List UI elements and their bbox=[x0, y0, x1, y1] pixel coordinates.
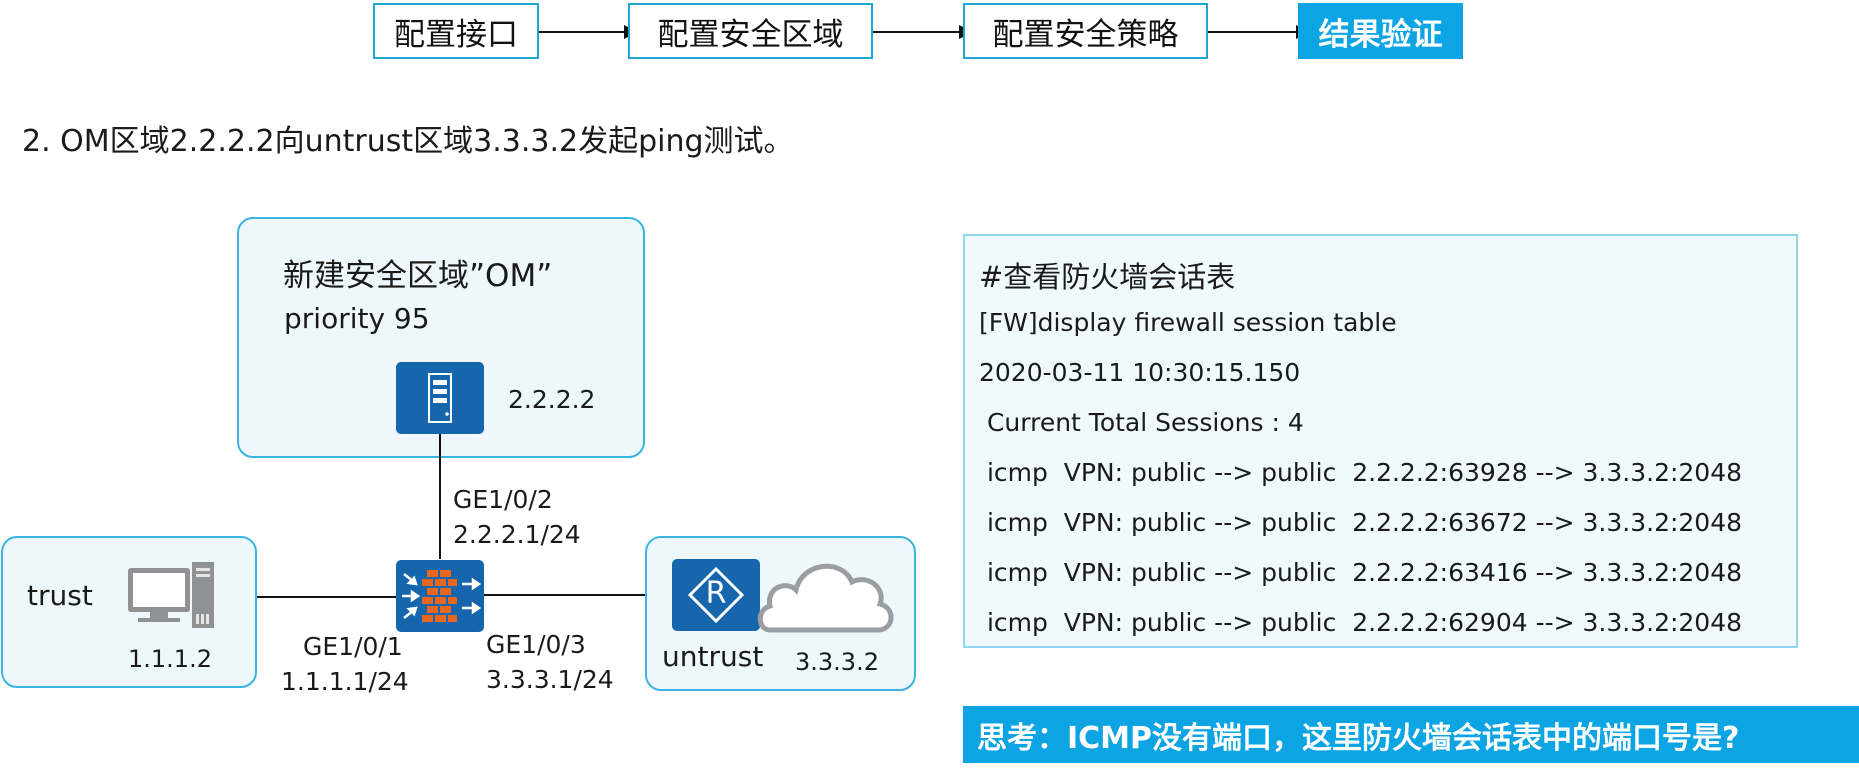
om-zone-priority: priority 95 bbox=[284, 302, 430, 335]
session-timestamp: 2020-03-11 10:30:15.150 bbox=[979, 358, 1301, 387]
flow-arrow bbox=[539, 31, 628, 33]
session-command: [FW]display firewall session table bbox=[979, 308, 1397, 337]
session-row: icmp VPN: public --> public 2.2.2.2:6392… bbox=[979, 458, 1743, 487]
ge3-ip: 3.3.3.1/24 bbox=[486, 665, 614, 694]
flow-arrow bbox=[1208, 31, 1300, 33]
question-banner: 思考：ICMP没有端口，这里防火墙会话表中的端口号是? bbox=[963, 706, 1859, 763]
session-row: icmp VPN: public --> public 2.2.2.2:6290… bbox=[979, 608, 1743, 637]
session-row: icmp VPN: public --> public 2.2.2.2:6367… bbox=[979, 508, 1743, 537]
trust-zone bbox=[1, 536, 257, 688]
server-icon bbox=[396, 362, 484, 434]
ge1-ip: 1.1.1.1/24 bbox=[281, 667, 409, 696]
om-zone-title: 新建安全区域”OM” bbox=[283, 258, 553, 294]
cloud-icon bbox=[756, 548, 896, 636]
step-verify-result: 结果验证 bbox=[1298, 3, 1463, 59]
instruction-text: 2. OM区域2.2.2.2向untrust区域3.3.3.2发起ping测试。 bbox=[22, 124, 794, 159]
step-configure-zone: 配置安全区域 bbox=[628, 3, 873, 59]
step-configure-policy: 配置安全策略 bbox=[963, 3, 1208, 59]
flow-arrow bbox=[873, 31, 963, 33]
router-letter: R bbox=[705, 576, 727, 611]
router-icon: R bbox=[672, 559, 760, 631]
session-table-panel: #查看防火墙会话表 [FW]display firewall session t… bbox=[963, 234, 1798, 648]
link-firewall-router bbox=[484, 594, 672, 596]
trust-zone-name: trust bbox=[27, 579, 93, 612]
untrust-zone-name: untrust bbox=[662, 640, 764, 673]
ge3-name: GE1/0/3 bbox=[486, 630, 586, 659]
server-ip: 2.2.2.2 bbox=[508, 385, 596, 414]
firewall-icon bbox=[396, 560, 484, 632]
question-text: 思考：ICMP没有端口，这里防火墙会话表中的端口号是? bbox=[977, 720, 1740, 756]
pc-icon bbox=[126, 560, 220, 630]
link-pc-firewall bbox=[216, 596, 396, 598]
ge1-name: GE1/0/1 bbox=[303, 632, 403, 661]
ge2-ip: 2.2.2.1/24 bbox=[453, 520, 581, 549]
pc-ip: 1.1.1.2 bbox=[128, 645, 212, 673]
ge2-name: GE1/0/2 bbox=[453, 485, 553, 514]
session-total: Current Total Sessions : 4 bbox=[979, 408, 1304, 437]
session-comment: #查看防火墙会话表 bbox=[979, 260, 1236, 294]
link-server-firewall bbox=[439, 434, 441, 559]
step-configure-interface: 配置接口 bbox=[373, 3, 539, 59]
session-row: icmp VPN: public --> public 2.2.2.2:6341… bbox=[979, 558, 1743, 587]
router-ip: 3.3.3.2 bbox=[795, 648, 879, 676]
